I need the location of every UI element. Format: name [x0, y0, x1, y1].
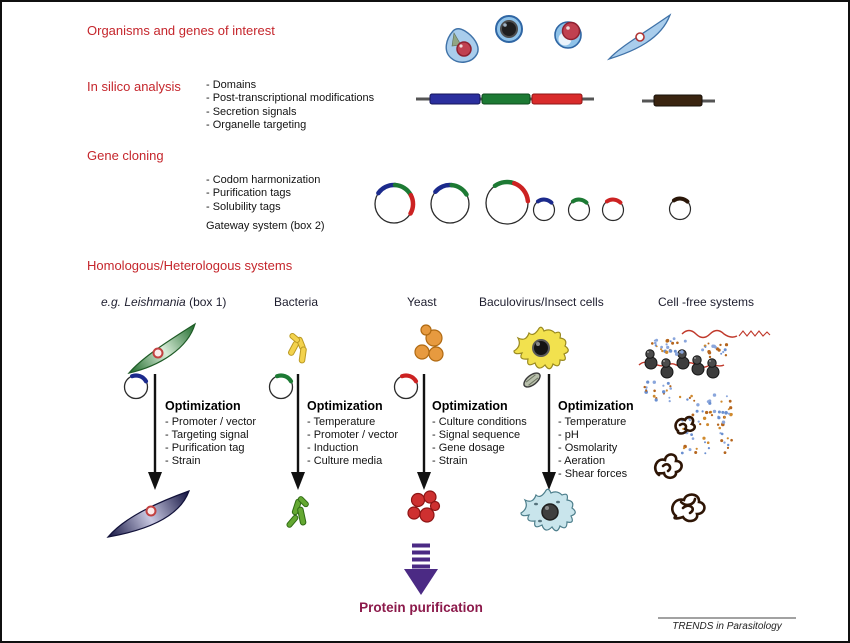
optimization-block-leishmania: Optimization - Promoter / vector - Targe… — [165, 400, 256, 468]
optimization-title: Optimization — [307, 399, 383, 413]
list-item: - Induction — [307, 442, 359, 454]
list-item: - Promoter / vector — [165, 416, 257, 428]
optimization-block-bacteria: Optimization - Temperature - Promoter / … — [307, 400, 398, 468]
cloning-list: - Codom harmonization - Purification tag… — [206, 174, 320, 214]
amino-acid-dots-icon — [643, 337, 733, 455]
heading-insilico: In silico analysis — [87, 79, 181, 94]
list-item: - Temperature — [558, 416, 627, 428]
plasmid-icon — [393, 373, 419, 400]
optimization-title: Optimization — [432, 399, 508, 413]
plasmid-icon — [430, 182, 470, 224]
optimization-title: Optimization — [165, 399, 241, 413]
list-item: - Shear forces — [558, 468, 628, 480]
insilico-list: - Domains - Post-transcriptional modific… — [206, 79, 374, 133]
plasmid-icon — [532, 197, 556, 222]
plasmid-icon — [268, 373, 294, 400]
list-item: - Promoter / vector — [307, 429, 399, 441]
list-item: - Post-transcriptional modifications — [206, 92, 375, 105]
column-header-bacteria: Bacteria — [274, 295, 319, 309]
parasite-ring-cell-icon — [554, 21, 582, 49]
optimization-block-yeast: Optimization - Culture conditions - Sign… — [432, 400, 527, 468]
optimization-title: Optimization — [558, 399, 634, 413]
heading-cloning: Gene cloning — [87, 148, 164, 163]
list-item: - pH — [558, 429, 579, 441]
parasite-round-cell-icon — [495, 15, 523, 43]
gene-domains-bar-icon — [416, 93, 594, 105]
list-item: - Purification tags — [206, 187, 291, 200]
baculovirus-capsule-icon — [523, 372, 541, 388]
list-item: - Gene dosage — [432, 442, 505, 454]
gateway-note: Gateway system (box 2) — [206, 220, 325, 232]
mrna-icon — [681, 329, 771, 339]
column-header-yeast: Yeast — [407, 295, 437, 309]
heading-organisms: Organisms and genes of interest — [87, 23, 275, 38]
protein-aggregate-icon — [653, 415, 706, 523]
insect-cell-icon — [513, 326, 569, 370]
plasmid-icon — [123, 373, 149, 400]
column-header-italic: e.g. Leishmania — [101, 295, 186, 309]
insect-cell-expressing-icon — [520, 488, 576, 532]
list-item: - Culture media — [307, 455, 383, 467]
plasmid-icon — [567, 197, 591, 222]
list-item: - Culture conditions — [432, 416, 527, 428]
protein-purification-label: Protein purification — [359, 600, 483, 615]
column-header-leishmania: e.g. Leishmania (box 1) — [101, 295, 226, 309]
list-item: - Strain — [165, 455, 201, 467]
optimization-arrow-icon — [148, 374, 556, 490]
column-header-baculovirus: Baculovirus/Insect cells — [479, 295, 604, 309]
heading-systems: Homologous/Heterologous systems — [87, 258, 293, 273]
list-item: - Codom harmonization — [206, 174, 321, 186]
list-item: - Solubility tags — [206, 200, 281, 213]
list-item: - Temperature — [307, 416, 376, 428]
list-item: - Targeting signal — [165, 429, 249, 441]
parasite-spindle-cell-icon — [606, 13, 672, 61]
list-item: - Secretion signals — [206, 105, 297, 118]
column-header-rest: (box 1) — [185, 295, 227, 309]
list-item: - Strain — [432, 455, 468, 467]
protein-purification-arrow-icon — [404, 543, 438, 595]
optimization-block-baculovirus: Optimization - Temperature - pH - Osmola… — [558, 400, 634, 481]
list-item: - Signal sequence — [432, 429, 521, 441]
bacteria-expressing-icon — [286, 496, 309, 528]
list-item: - Aeration — [558, 455, 606, 467]
column-header-cellfree: Cell -free systems — [658, 295, 755, 309]
gene-single-domain-bar-icon — [642, 94, 715, 107]
journal-credit: TRENDS in Parasitology — [672, 621, 782, 632]
ribosomes-icon — [638, 349, 725, 379]
yeast-icon — [414, 324, 444, 362]
leishmania-expressing-icon — [106, 490, 190, 538]
yeast-expressing-icon — [407, 490, 441, 523]
leishmania-cell-icon — [127, 322, 197, 374]
list-item: - Organelle targeting — [206, 119, 307, 132]
list-item: - Purification tag — [165, 442, 245, 454]
list-item: - Osmolarity — [558, 442, 618, 454]
plasmid-icon — [374, 182, 416, 224]
bacteria-icon — [288, 332, 307, 364]
plasmid-icon — [485, 179, 531, 225]
parasite-teardrop-cell-icon — [445, 28, 479, 63]
plasmid-icon — [668, 196, 692, 221]
plasmid-icon — [601, 197, 625, 222]
list-item: - Domains — [206, 79, 257, 91]
